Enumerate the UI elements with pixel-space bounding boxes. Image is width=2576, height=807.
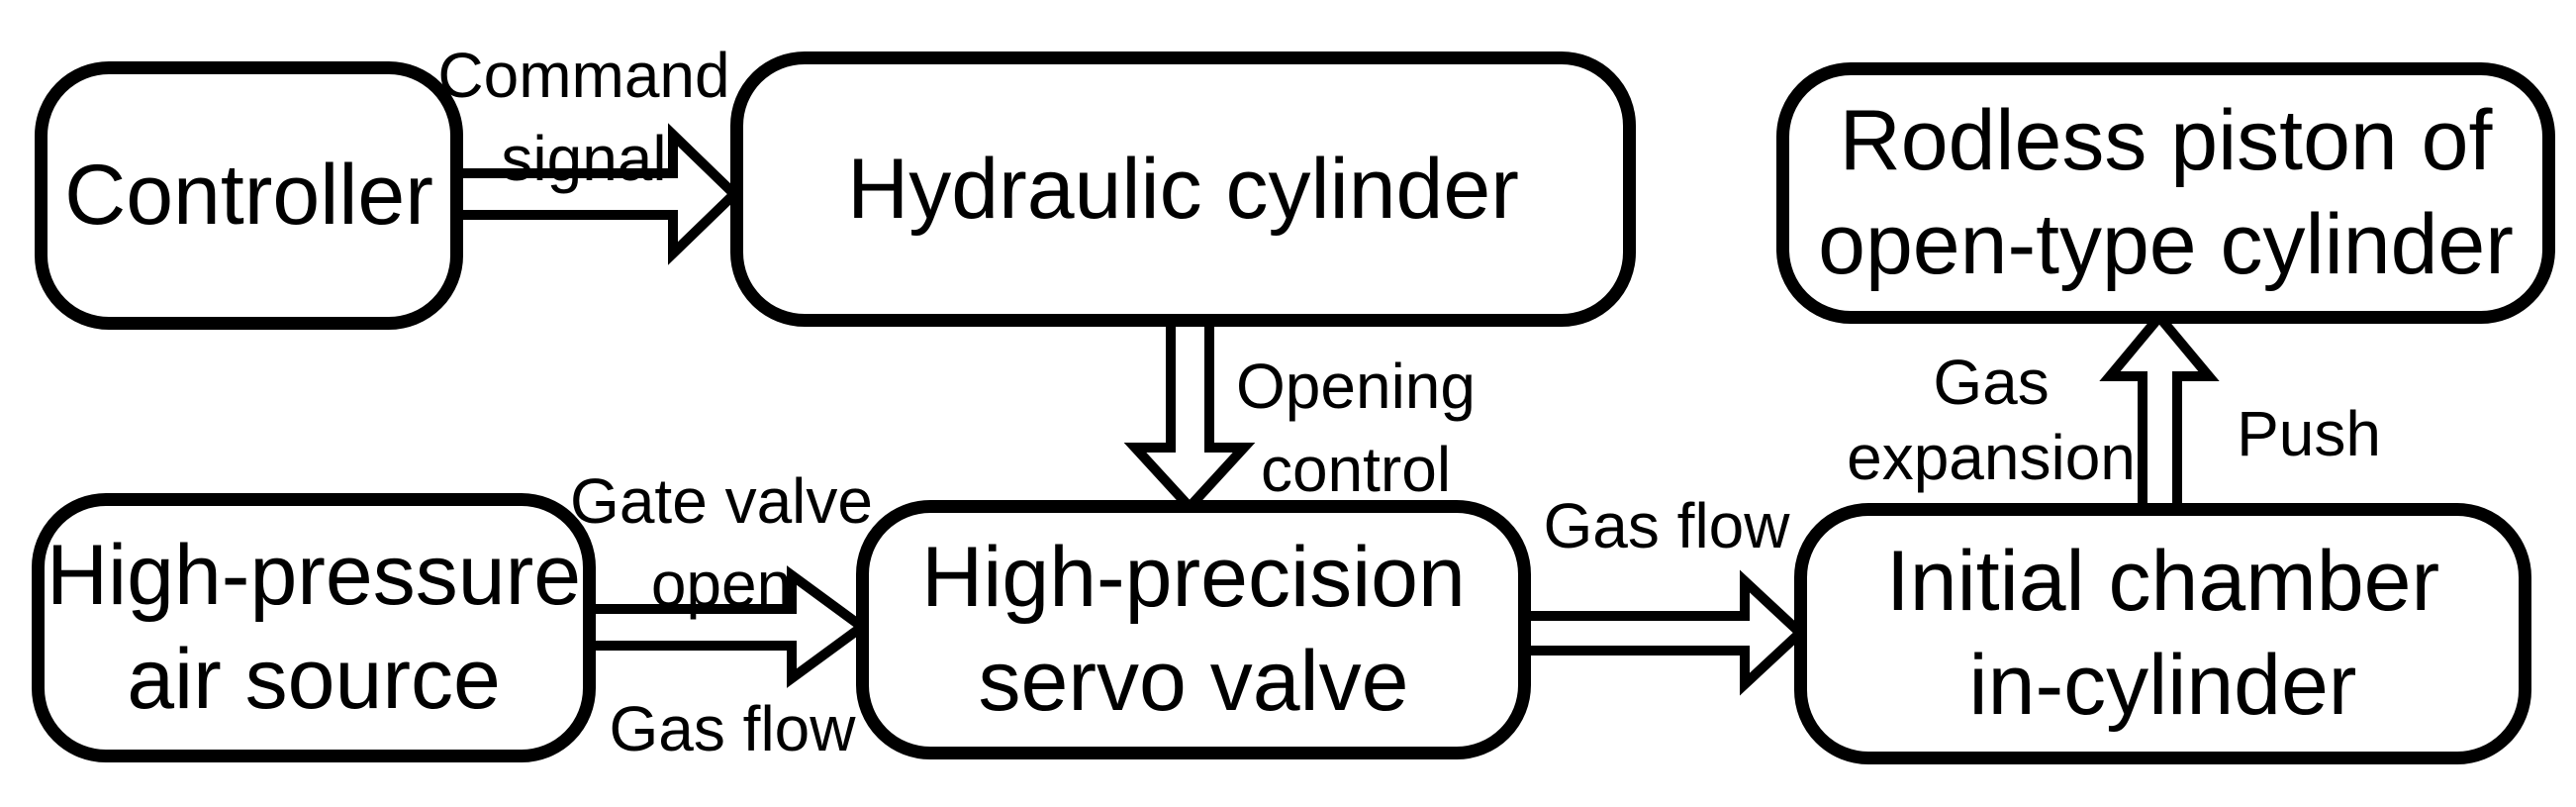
label-line: Push (2237, 398, 2381, 469)
label-line: Gas flow (1543, 490, 1790, 561)
node-label-line2: open-type cylinder (1818, 197, 2514, 292)
node-rodless-piston: Rodless piston of open-type cylinder (1776, 62, 2555, 324)
push-arrow (2099, 309, 2220, 514)
label-line: Gas (1933, 347, 2050, 418)
node-label-line1: Initial chamber (1885, 534, 2440, 629)
arrow-label-opening-control: Opening control (1236, 345, 1476, 511)
node-controller: Controller (35, 61, 463, 330)
node-label: Hydraulic cylinder (847, 141, 1519, 237)
arrow-label-gas-expansion: Gas expansion (1847, 345, 2136, 495)
node-label: Controller (64, 148, 433, 243)
node-label-line1: Rodless piston of (1839, 93, 2493, 188)
node-high-precision-servo-valve: High-precision servo valve (856, 500, 1531, 759)
label-line: signal (501, 123, 667, 194)
command-signal-arrow (450, 123, 742, 265)
label-line: Gas flow (609, 693, 856, 764)
label-line: expansion (1847, 422, 2136, 493)
node-initial-chamber-in-cylinder: Initial chamber in-cylinder (1794, 503, 2531, 764)
gate-valve-open-arrow (584, 565, 871, 688)
arrow-label-command-signal: Command signal (437, 34, 729, 200)
arrow-label-gas-flow-lower: Gas flow (610, 687, 856, 770)
label-line: Command (437, 40, 730, 111)
arrow-label-gas-flow-right: Gas flow (1544, 484, 1790, 567)
node-high-pressure-air-source: High-pressure air source (32, 493, 596, 762)
node-label-line2: servo valve (978, 634, 1409, 729)
gas-flow-arrow (1519, 569, 1808, 696)
node-label-line2: air source (127, 632, 501, 727)
arrow-label-push: Push (2237, 392, 2381, 475)
node-label-line1: High-precision (921, 530, 1466, 625)
node-label-line2: in-cylinder (1968, 638, 2357, 733)
label-line: Gate valve (570, 465, 873, 537)
node-hydraulic-cylinder: Hydraulic cylinder (730, 51, 1636, 327)
node-label-line1: High-pressure (46, 528, 582, 623)
label-line: Opening (1236, 351, 1476, 422)
opening-control-arrow (1123, 316, 1256, 515)
label-line: control (1260, 434, 1452, 505)
arrow-label-gate-valve-open: Gate valve open (570, 459, 873, 626)
label-line: open (650, 549, 793, 620)
